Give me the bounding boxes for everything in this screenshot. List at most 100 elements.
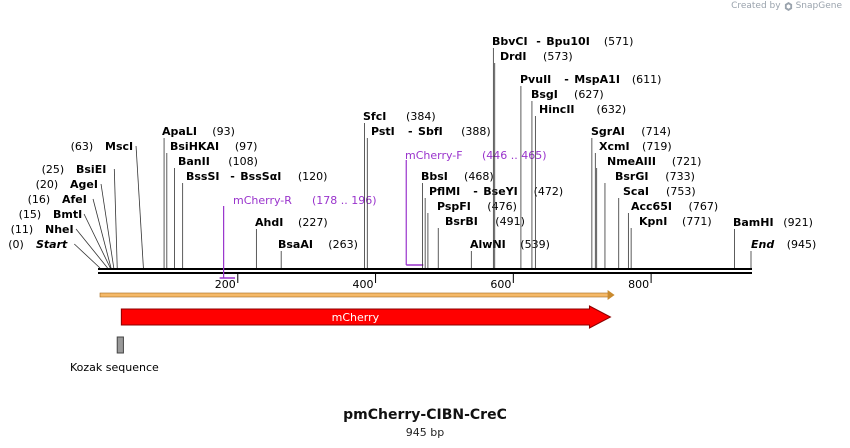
- site-position-bsaai: (263): [328, 238, 358, 251]
- feature-mcherry: [120, 305, 612, 329]
- site-leader-start: [74, 243, 101, 269]
- site-label-nhei: NheI: [45, 223, 74, 236]
- site-label-banii: BanII: [178, 155, 210, 168]
- site-label-bsgi: BsgI: [531, 88, 558, 101]
- site-position-bsihkai: (97): [235, 140, 258, 153]
- site-label-bbsi: BbsI: [421, 170, 448, 183]
- site-label-afei: AfeI: [62, 193, 87, 206]
- site-label-msci: MscI: [105, 140, 133, 153]
- site-position-start: (0): [8, 238, 24, 251]
- site-position-sgrai: (714): [641, 125, 671, 138]
- site-position-end: (945): [787, 238, 817, 251]
- site-position-drdi: (573): [543, 50, 573, 63]
- snapgene-branding: Created by SnapGene: [731, 1, 842, 11]
- site-label-hincii: HincII: [539, 103, 575, 116]
- snapgene-brand-label: SnapGene: [795, 1, 842, 11]
- site-position-nmeaiii: (721): [672, 155, 702, 168]
- primer-label-mcherry-f: mCherry-F: [405, 149, 463, 162]
- orf-bar: [99, 292, 609, 298]
- orf-arrowhead: [607, 290, 615, 300]
- site-label-bsihkai: BsiHKAI: [170, 140, 219, 153]
- created-by-label: Created by: [731, 1, 781, 11]
- site-leader-nhei: [75, 228, 108, 269]
- site-position-banii: (108): [228, 155, 258, 168]
- site-label2-sbfi: SbfI: [418, 125, 443, 138]
- site-label-bsaai: BsaAI: [278, 238, 313, 251]
- site-label-start: Start: [36, 238, 68, 251]
- site-label-sgrai: SgrAI: [591, 125, 625, 138]
- site-label-psti: PstI: [371, 125, 395, 138]
- primer-label-mcherry-r: mCherry-R: [233, 194, 292, 207]
- site-label-apali: ApaLI: [162, 125, 197, 138]
- site-position-pflmi: (472): [534, 185, 564, 198]
- site-position-xcmi: (719): [642, 140, 672, 153]
- plasmid-name: pmCherry-CIBN-CreC: [343, 407, 507, 423]
- ruler-label-600: 600: [490, 278, 511, 291]
- site-label-bamhi: BamHI: [733, 216, 774, 229]
- plasmid-length: 945 bp: [405, 426, 445, 439]
- site-separator-bbvci: -: [536, 35, 541, 48]
- site-leader-afei: [92, 198, 112, 269]
- site-label-kpni: KpnI: [639, 215, 667, 228]
- site-position-bsgi: (627): [574, 88, 604, 101]
- site-label-acc65i: Acc65I: [631, 200, 672, 213]
- site-leader-bsiei: [113, 168, 118, 269]
- site-separator-pflmi: -: [473, 185, 478, 198]
- site-position-bmti: (15): [19, 208, 42, 221]
- site-leader-agei: [100, 183, 115, 269]
- feature-kozak-box: [116, 336, 124, 354]
- site-position-agei: (20): [36, 178, 59, 191]
- site-position-msci: (63): [71, 140, 94, 153]
- site-label-alwni: AlwNI: [470, 238, 506, 251]
- site-label2-bpu10i: Bpu10I: [546, 35, 590, 48]
- site-position-acc65i: (767): [689, 200, 719, 213]
- primer-range-mcherry-r: (178 .. 196): [312, 194, 377, 207]
- site-position-afei: (16): [28, 193, 51, 206]
- site-label-scai: ScaI: [623, 185, 649, 198]
- site-position-bbsi: (468): [464, 170, 494, 183]
- site-position-scai: (753): [666, 185, 696, 198]
- site-position-bamhi: (921): [783, 216, 813, 229]
- site-label-xcmi: XcmI: [599, 140, 630, 153]
- ruler-label-800: 800: [628, 278, 649, 291]
- site-label-bbvci: BbvCI: [492, 35, 528, 48]
- site-position-bsrbi: (491): [495, 215, 525, 228]
- site-label-nmeaiii: NmeAIII: [607, 155, 656, 168]
- site-label-bsiei: BsiEI: [76, 163, 106, 176]
- site-label-end: End: [751, 238, 774, 251]
- site-leader-bmti: [83, 213, 111, 269]
- site-label-sfci: SfcI: [363, 110, 386, 123]
- site-label-agei: AgeI: [70, 178, 98, 191]
- site-label2-bsssαi: BssSαI: [240, 170, 281, 183]
- site-label-bsrgi: BsrGI: [615, 170, 648, 183]
- ruler-label-400: 400: [353, 278, 374, 291]
- site-position-pvuii: (611): [632, 73, 662, 86]
- site-position-kpni: (771): [682, 215, 712, 228]
- primer-range-mcherry-f: (446 .. 465): [482, 149, 547, 162]
- site-position-apali: (93): [212, 125, 235, 138]
- site-separator-psti: -: [408, 125, 413, 138]
- site-leader-msci: [135, 145, 144, 269]
- site-label-bsrbi: BsrBI: [445, 215, 478, 228]
- site-position-sfci: (384): [406, 110, 436, 123]
- site-label-ahdi: AhdI: [255, 216, 283, 229]
- site-label-pspfi: PspFI: [437, 200, 471, 213]
- site-position-pspfi: (476): [487, 200, 517, 213]
- site-label-pflmi: PflMI: [429, 185, 460, 198]
- site-label-bsssi: BssSI: [186, 170, 220, 183]
- feature-label-kozak-sequence: Kozak sequence: [70, 361, 159, 374]
- ruler-label-200: 200: [215, 278, 236, 291]
- site-label-pvuii: PvuII: [520, 73, 551, 86]
- site-label-bmti: BmtI: [53, 208, 82, 221]
- site-position-bsrgi: (733): [665, 170, 695, 183]
- snapgene-logo-icon: [784, 1, 792, 11]
- site-separator-bsssi: -: [230, 170, 235, 183]
- site-position-hincii: (632): [597, 103, 627, 116]
- site-position-psti: (388): [461, 125, 491, 138]
- site-position-bsssi: (120): [298, 170, 328, 183]
- site-position-ahdi: (227): [298, 216, 328, 229]
- site-position-bbvci: (571): [604, 35, 634, 48]
- site-separator-pvuii: -: [564, 73, 569, 86]
- site-label2-mspa1i: MspA1I: [574, 73, 620, 86]
